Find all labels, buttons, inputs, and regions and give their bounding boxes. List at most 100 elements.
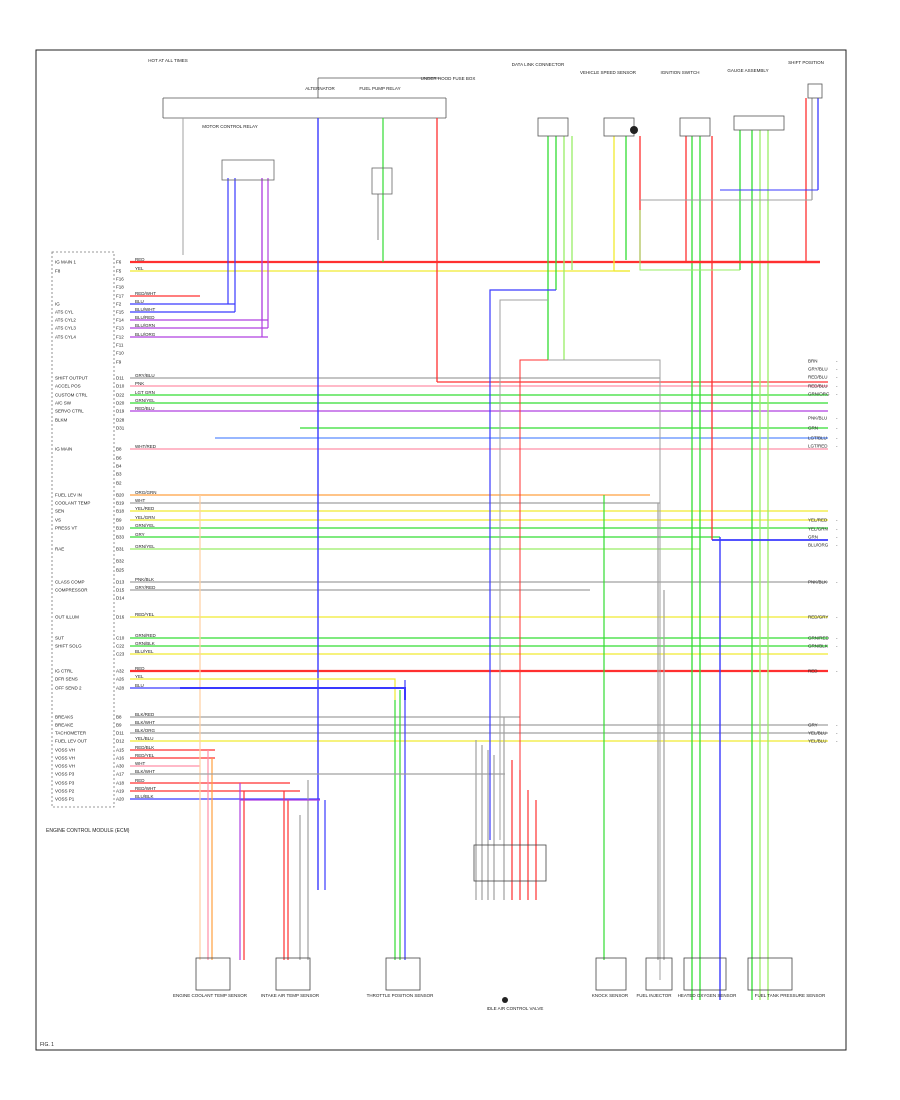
diagram-border (35, 49, 847, 1051)
right-wire-label: GRN/BLK (808, 644, 828, 649)
ecm-pin-number: B4 (116, 464, 122, 469)
ecm-pin-number: D22 (116, 393, 125, 398)
right-wire-label: YEL/BLU (808, 739, 827, 744)
ecm-pin-number: D12 (116, 739, 125, 744)
bottom-component-label: FUEL INJECTOR (636, 993, 672, 998)
wire-color-code: RED/WHT (135, 291, 156, 296)
wire-color-code: BLU/ORG (135, 332, 156, 337)
wire-color-code: BLK/ORG (135, 728, 156, 733)
wire-color-code: YEL (135, 674, 144, 679)
wire-color-code: YEL (135, 266, 144, 271)
ecm-pin-function: IG (55, 302, 60, 307)
right-wire-label: BRN (808, 359, 818, 364)
top-component-label: UNDER HOOD FUSE BOX (421, 76, 476, 81)
ecm-pin-function: COMPRESSOR (55, 588, 88, 593)
bottom-component-label: THROTTLE POSITION SENSOR (367, 993, 435, 998)
wire-color-code: BLU/YEL (135, 649, 154, 654)
top-component-label: SHIFT POSITION (788, 60, 824, 65)
bottom-component-label: INTAKE AIR TEMP SENSOR (261, 993, 320, 998)
right-connector-tick: - (836, 580, 838, 585)
ecm-pin-number: F17 (116, 294, 124, 299)
ecm-pin-function: BREAKS (55, 715, 73, 720)
right-wire-label: RED/BLU (808, 384, 828, 389)
top-component-label: GAUGE ASSEMBLY (727, 68, 768, 73)
wire-color-code: BLK/RED (135, 712, 155, 717)
ecm-pin-function: SHIFT OUTPUT (55, 376, 88, 381)
wire-color-code: BLU/BLK (135, 794, 154, 799)
wire-color-code: GRY (135, 532, 145, 537)
ecm-pin-number: A19 (116, 789, 125, 794)
ecm-pin-number: B32 (116, 559, 125, 564)
right-wire-label: RED/GRY (808, 615, 828, 620)
ecm-pin-number: D19 (116, 409, 125, 414)
right-connector-tick: - (836, 384, 838, 389)
ecm-pin-number: B20 (116, 493, 125, 498)
ecm-pin-function: SUT (55, 636, 64, 641)
ecm-pin-number: D20 (116, 401, 125, 406)
ecm-pin-number: A26 (116, 677, 125, 682)
right-wire-label: RED (808, 669, 818, 674)
wire-color-code: BLK/WHT (135, 769, 155, 774)
ecm-pin-function: TACHOMETER (55, 731, 87, 736)
ecm-pin-function: F8 (55, 269, 61, 274)
ecm-pin-number: A30 (116, 764, 125, 769)
ecm-pin-function: VOSS VH (55, 764, 75, 769)
component-box (595, 957, 627, 991)
right-connector-tick: - (836, 669, 838, 674)
ecm-pin-function: SEN (55, 509, 64, 514)
ecm-pin-function: VOSS P3 (55, 772, 75, 777)
wire-color-code: RED (135, 666, 145, 671)
right-connector-tick: - (836, 731, 838, 736)
connector-box (733, 115, 785, 131)
ecm-pin-number: B25 (116, 568, 125, 573)
ecm-pin-number: B19 (116, 501, 125, 506)
ecm-pin-number: F2 (116, 302, 122, 307)
wire-color-code: WHT (135, 498, 145, 503)
right-connector-tick: - (836, 615, 838, 620)
ecm-pin-number: F9 (116, 360, 122, 365)
right-wire-label: PNK/BLK (808, 580, 827, 585)
top-component-label: DATA LINK CONNECTOR (512, 62, 565, 67)
right-wire-label: LGT/RED (808, 444, 828, 449)
ecm-pin-function: OUT ILLUM (55, 615, 79, 620)
right-connector-tick: - (836, 518, 838, 523)
right-wire-label: BLU/ORG (808, 543, 829, 548)
wire-color-code: BLK/WHT (135, 720, 155, 725)
ecm-pin-function: ATS CYL2 (55, 318, 76, 323)
right-wire-label: YEL/GRN (808, 527, 828, 532)
ecm-pin-number: D16 (116, 615, 125, 620)
ecm-pin-function: VOSS P1 (55, 797, 75, 802)
wire (130, 773, 477, 840)
bottom-component-label: FUEL TANK PRESSURE SENSOR (755, 993, 826, 998)
ecm-pin-function: VOSS P3 (55, 781, 75, 786)
wire-color-code: BLU/RED (135, 315, 155, 320)
right-connector-tick: - (836, 367, 838, 372)
right-connector-tick: - (836, 444, 838, 449)
wire-color-code: WHT/RED (135, 444, 157, 449)
ecm-pin-number: B10 (116, 526, 125, 531)
ecm-pin-number: D11 (116, 376, 124, 381)
ecm-pin-number: B18 (116, 509, 125, 514)
right-connector-tick: - (836, 436, 838, 441)
wire-color-code: BLU (135, 299, 144, 304)
top-component-label: IGNITION SWITCH (661, 70, 700, 75)
right-connector-tick: - (836, 416, 838, 421)
wire-color-code: BLU/WHT (135, 307, 156, 312)
ecm-pin-number: F11 (116, 343, 124, 348)
connector-box (603, 117, 635, 137)
ecm-pin-function: PRESS VT (55, 526, 78, 531)
wire-color-code: GRY/BLU (135, 373, 155, 378)
ecm-pin-number: C23 (116, 652, 125, 657)
ecm-pin-function: ATS CYL4 (55, 335, 76, 340)
ecm-pin-function: BLKM (55, 418, 68, 423)
ecm-pin-number: F14 (116, 318, 124, 323)
ecm-pin-function: VS (55, 518, 61, 523)
ecm-pin-function: BREAKE (55, 723, 73, 728)
ecm-pin-number: D14 (116, 596, 125, 601)
bottom-component-label: HEATED OXYGEN SENSOR (678, 993, 737, 998)
wire-color-code: WHT (135, 761, 145, 766)
right-wire-label: GRN (808, 426, 818, 431)
top-component-label: FUEL PUMP RELAY (359, 86, 400, 91)
right-wire-label: YEL/BLU (808, 731, 827, 736)
ecm-pin-function: SERVO CTRL (55, 409, 84, 414)
